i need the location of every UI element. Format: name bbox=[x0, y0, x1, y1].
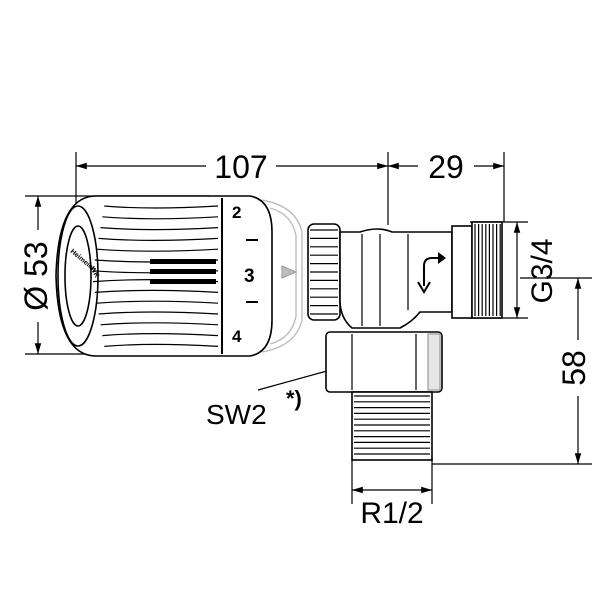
head-rib bbox=[96, 300, 219, 304]
flow-arrow-tail-icon bbox=[417, 281, 431, 294]
dimension-107: 107 bbox=[75, 149, 389, 225]
head-body bbox=[55, 195, 273, 357]
hex-nut-shade bbox=[427, 333, 441, 391]
dimension-diameter-53: Ø 53 bbox=[18, 195, 210, 355]
ghost-outline bbox=[261, 199, 303, 353]
label-background bbox=[22, 230, 54, 322]
head-front-cap-inner bbox=[64, 225, 92, 327]
outlet-collar bbox=[451, 225, 473, 319]
dim-label-r12: R1/2 bbox=[360, 497, 423, 530]
scale-mark-2: 2 bbox=[232, 203, 241, 222]
dim-label-g34: G3/4 bbox=[526, 238, 559, 303]
outlet-fitting bbox=[451, 221, 503, 319]
model-text: WK bbox=[88, 266, 100, 280]
head-rib bbox=[102, 216, 219, 220]
head-ribs bbox=[92, 205, 219, 347]
head-rib bbox=[96, 248, 219, 252]
nut-knurling bbox=[310, 229, 338, 315]
label-sw2: SW2 bbox=[206, 399, 267, 430]
outlet-thread-body bbox=[471, 221, 503, 319]
knurled-nut bbox=[307, 223, 341, 321]
dim-label-29: 29 bbox=[428, 149, 464, 185]
outlet-threads bbox=[474, 224, 501, 316]
scale-mark-3: 3 bbox=[244, 266, 255, 287]
inlet-tail bbox=[351, 391, 433, 461]
head-rib bbox=[104, 205, 219, 209]
dim-label-58: 58 bbox=[556, 350, 592, 386]
flow-arrow-icon bbox=[423, 257, 440, 286]
hex-nut-body bbox=[325, 331, 443, 393]
dimension-g34: G3/4 bbox=[470, 221, 559, 319]
head-rib bbox=[102, 333, 219, 337]
head-slot bbox=[150, 259, 216, 264]
label-sw2-note: *) bbox=[286, 386, 302, 411]
valve-body bbox=[339, 228, 453, 329]
scale-mark-4: 4 bbox=[232, 327, 242, 346]
thermostat-head: 2 3 4 Heimeier WK bbox=[55, 195, 303, 357]
dim-label-diameter: Ø 53 bbox=[18, 241, 54, 310]
hex-nut bbox=[325, 331, 443, 393]
head-rib bbox=[94, 289, 219, 293]
pointer-arrow-icon bbox=[281, 265, 298, 279]
inlet-threads bbox=[354, 395, 430, 455]
dim-label-107: 107 bbox=[214, 149, 267, 185]
head-slot bbox=[150, 269, 216, 274]
head-rib bbox=[100, 322, 219, 326]
head-rib bbox=[98, 237, 219, 241]
dimension-r12: R1/2 bbox=[351, 458, 433, 530]
label-background-58 bbox=[562, 340, 594, 396]
head-rib bbox=[104, 343, 219, 347]
dimension-29: 29 bbox=[388, 149, 505, 222]
flow-arrowhead-icon bbox=[438, 252, 446, 264]
head-rib bbox=[98, 311, 219, 315]
valve-housing bbox=[339, 228, 453, 329]
head-slot bbox=[150, 279, 216, 284]
ghost-outline-inner bbox=[269, 207, 297, 345]
dimension-58: 58 bbox=[432, 277, 594, 465]
head-rib bbox=[100, 227, 219, 231]
wrench-size-callout: SW2 *) bbox=[206, 365, 346, 430]
